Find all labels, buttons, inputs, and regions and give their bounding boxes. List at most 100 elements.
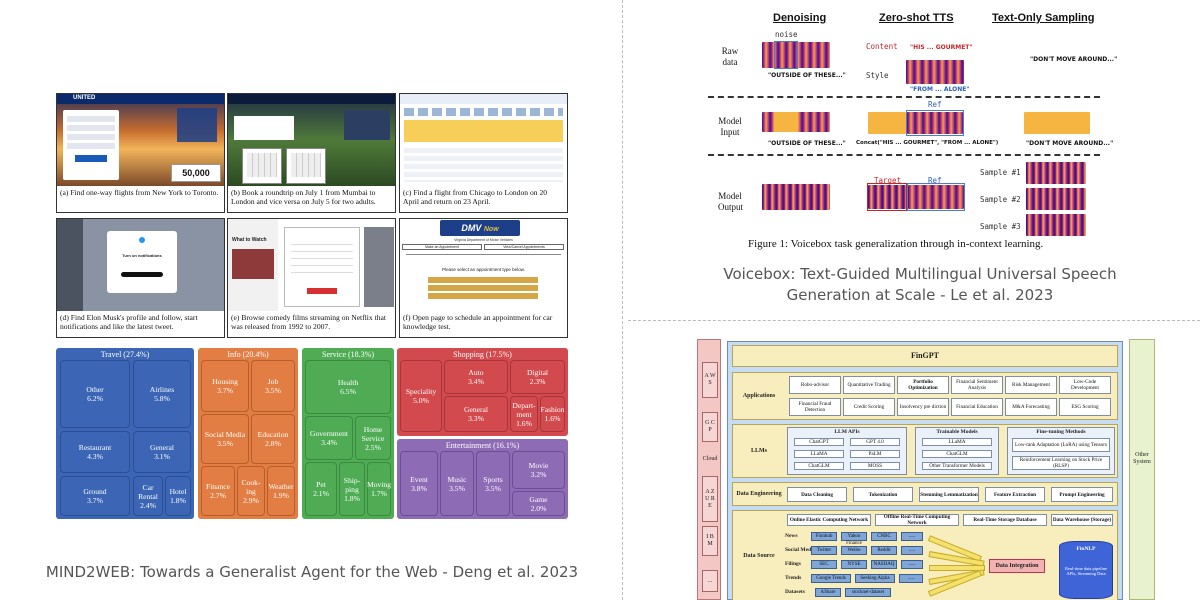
tab-view-appointments[interactable]: View/Cancel Appointments [484,244,564,250]
flight-search-form [63,110,119,180]
row-separator-2 [708,154,1100,156]
sample-3-label: Sample #3 [980,222,1021,231]
style-transcript: "FROM ... ALONE" [910,86,970,93]
app-risk: Risk Management [1005,376,1057,394]
other-system-label: Other System [1133,452,1151,465]
app-esg: ESG Scoring [1059,398,1111,416]
dmv-logo: DMV Now [440,220,520,236]
chip-filings-more: ..... [901,560,923,569]
text-only-input-transcript: "DON'T MOVE AROUND..." [1026,140,1114,147]
tts-masked-target [868,112,906,134]
app-fraud: Financial Fraud Detection [789,398,841,416]
tab-make-appointment[interactable]: Make an Appointment [402,244,482,250]
ref-box [906,110,964,136]
de-features: Feature Extraction [985,487,1045,502]
de-tokenization: Tokenization [853,487,913,502]
de-prompt: Prompt Engineering [1051,487,1113,502]
chip-nyse: NYSE [841,560,867,569]
denoise-transcript: "OUTSIDE OF THESE..." [768,72,846,79]
sample-3-spectrogram [1026,214,1086,236]
task-shot-d: Turn on notifications (d) Find Elon Musk… [56,218,225,338]
llm-chatgpt: ChatGPT [794,438,844,446]
denoise-output-spectrogram [762,184,830,210]
app-credit: Credit Scoring [843,398,895,416]
caption-f: (f) Open page to schedule an appointment… [403,313,553,331]
fingpt-figure: A W S G C P Cloud A Z U R E I B M ... Fi… [697,339,1157,600]
layer-llms: LLMs LLM APIs ChatGPT GPT 4.0 LLaMA PaLM… [732,424,1118,478]
chip-stocknet: stocknet-dataset [845,588,891,597]
chip-finnhub: Finnhub [811,532,837,541]
row-raw-data: Raw data [721,46,739,67]
cloud-more: ... [702,570,718,592]
app-low-code: Low-Code Development [1059,376,1111,394]
ds-datasets-label: Datasets [785,589,805,595]
ds-news-label: News [785,533,798,539]
task-screenshots-grid: UNITED 50,000 (a) Find one-way flights f… [56,93,568,343]
ref-output-label: Ref [928,176,942,185]
voicebox-caption: Voicebox: Text-Guided Multilingual Unive… [700,264,1140,306]
content-transcript: "HIS ... GOURMET" [910,44,973,51]
app-education: Financial Education [951,398,1003,416]
voicebox-caption-line1: Voicebox: Text-Guided Multilingual Unive… [723,265,1117,283]
de-stemming: Stemming Lemmatization [919,487,979,502]
group-finetuning: Fine-tuning Methods Low-rank Adaptation … [1007,427,1115,475]
sample-1-label: Sample #1 [980,168,1021,177]
llm-moss: MOSS [850,462,900,470]
llm-palm: PaLM [850,450,900,458]
chip-nasdaq: NASDAQ [871,560,897,569]
miles-promo: 50,000 [171,164,221,182]
style-label: Style [866,71,889,80]
concat-transcript: Concat("HIS ... GOURMET", "FROM ... ALON… [856,140,999,146]
ds-filings-label: Filings [785,561,801,567]
target-label: Target [874,176,902,185]
llm-chatglm: ChatGLM [794,462,844,470]
cloud-label: Cloud [702,455,718,462]
trainable-chatglm: ChatGLM [922,450,992,458]
sample-1-spectrogram [1026,162,1086,184]
sample-2-label: Sample #2 [980,195,1021,204]
style-spectrogram [906,60,964,84]
trainable-llama: LLaMA [922,438,992,446]
llm-llama: LLaMA [794,450,844,458]
ds-warehouse: Data Warehouse (Storage) [1051,514,1113,526]
flight-results-screenshot [400,94,567,186]
ds-realtime-db: Real-Time Storage Database [963,514,1047,526]
task-shot-e: What to Watch (e) Browse comedy films st… [227,218,396,338]
mind2web-figure: UNITED 50,000 (a) Find one-way flights f… [56,93,568,519]
cloud-aws: A W S [702,362,718,398]
chip-seeking-alpha: Seeking Alpha [855,574,895,583]
chip-weibo: Weibo [841,546,867,555]
text-only-transcript: "DON'T MOVE AROUND..." [1030,56,1118,63]
mind2web-caption: MIND2WEB: Towards a Generalist Agent for… [45,563,579,581]
cloud-gcp: G C P [702,412,718,442]
chip-sec: SEC [811,560,837,569]
booking-screenshot [228,94,395,186]
task-shot-c: (c) Find a flight from Chicago to London… [399,93,568,213]
sample-2-spectrogram [1026,188,1086,210]
noise-region [774,41,798,69]
chip-trends-more: ..... [899,574,923,583]
app-robo-advisor: Robo-advisor [789,376,841,394]
cloud-column: A W S G C P Cloud A Z U R E I B M ... [697,339,721,600]
ds-online: Online Elastic Computing Network [787,514,871,526]
chip-social-more: ..... [901,546,923,555]
united-logo: UNITED [73,95,96,101]
